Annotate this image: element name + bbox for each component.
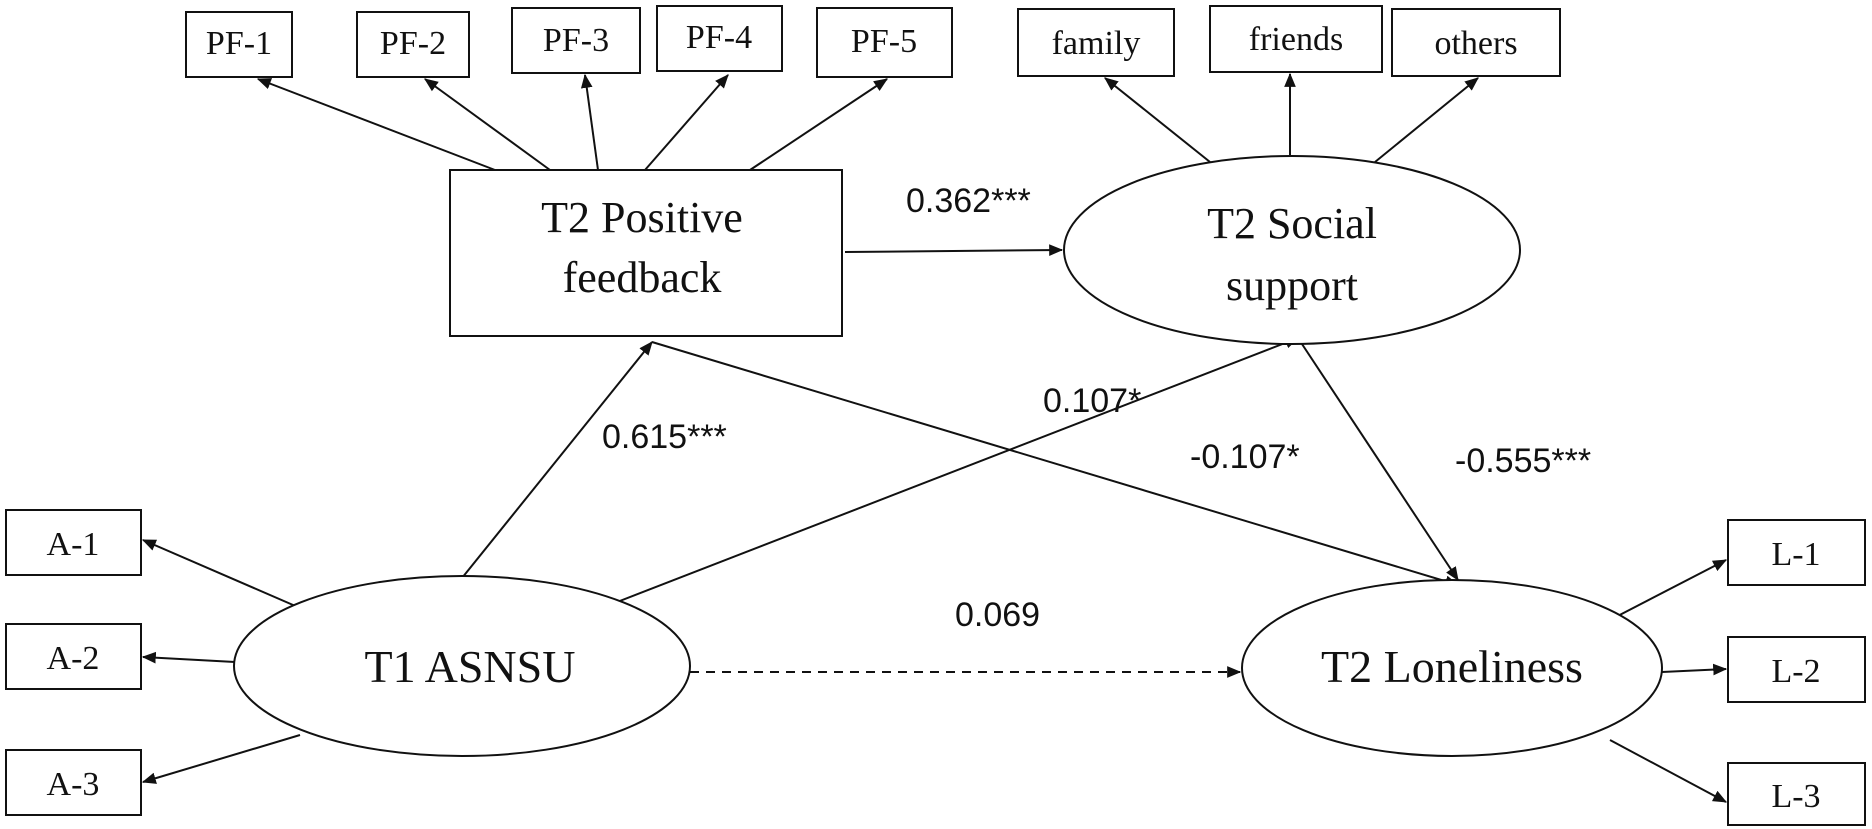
indicator-a3-box: [5, 749, 142, 816]
construct-social-support-ellipse: [1063, 155, 1521, 345]
construct-positive-feedback-line2: feedback: [563, 253, 722, 302]
indicator-pf4-box: [656, 5, 783, 72]
path-lon-to-l3: [1609, 739, 1728, 803]
path-lon-to-l1: [1609, 559, 1728, 621]
indicator-pf4-label: PF-4: [686, 19, 752, 56]
indicator-pf3-box: [511, 7, 641, 74]
path-pf-to-pf1: [256, 78, 496, 171]
path-pf-to-ss: [844, 244, 1064, 256]
indicator-pf1-box: [185, 11, 293, 78]
path-pf-to-pf2: [424, 78, 551, 171]
indicator-a2-box: [5, 623, 142, 690]
construct-asnsu-label: T1 ASNSU: [365, 641, 576, 692]
indicator-a3-label: A-3: [47, 766, 100, 803]
path-ss-to-others: [1374, 77, 1479, 163]
indicator-pf2-box: [356, 11, 470, 78]
construct-loneliness-label: T2 Loneliness: [1321, 641, 1583, 692]
path-pf-to-pf4: [644, 74, 729, 171]
construct-asnsu-ellipse: [233, 575, 691, 757]
path-lon-to-l2: [1661, 663, 1728, 676]
path-asnsu-to-a2: [141, 651, 236, 664]
indicator-l2-box: [1727, 636, 1866, 703]
indicator-family-box: [1017, 8, 1175, 77]
path-ss-to-lon: [1297, 337, 1459, 581]
indicator-l2-label: L-2: [1771, 653, 1820, 690]
construct-social-support-line1: T2 Social: [1207, 199, 1377, 248]
coef-ss-to-lon: -0.555***: [1455, 442, 1591, 480]
indicator-pf3-label: PF-3: [543, 22, 609, 59]
indicator-pf1-label: PF-1: [206, 25, 272, 62]
indicator-friends-box: [1209, 5, 1383, 73]
path-pf-to-lon: [651, 341, 1460, 587]
indicator-a1-label: A-1: [47, 526, 100, 563]
coef-pf-to-ss: 0.362***: [906, 182, 1031, 220]
path-asnsu-to-pf: [461, 341, 653, 579]
construct-positive-feedback-line1: T2 Positive: [541, 193, 743, 242]
path-pf-to-pf3: [580, 73, 599, 171]
indicator-a2-label: A-2: [47, 640, 100, 677]
path-asnsu-to-ss: [611, 337, 1300, 605]
construct-social-support-line2: support: [1226, 261, 1358, 310]
path-ss-to-family: [1104, 77, 1211, 163]
coef-pf-to-lon: -0.107*: [1190, 438, 1300, 476]
indicator-family-label: family: [1052, 25, 1141, 62]
indicator-pf2-label: PF-2: [380, 25, 446, 62]
coef-asnsu-to-ss: 0.107*: [1043, 382, 1141, 420]
indicator-others-label: others: [1434, 25, 1517, 62]
indicator-l3-box: [1727, 762, 1866, 826]
indicator-l1-label: L-1: [1771, 536, 1820, 573]
indicator-pf5-label: PF-5: [851, 23, 917, 60]
indicator-friends-label: friends: [1249, 21, 1343, 58]
coef-asnsu-to-lon: 0.069: [955, 596, 1040, 634]
path-pf-to-pf5: [749, 78, 888, 171]
indicator-others-box: [1391, 8, 1561, 77]
coef-asnsu-to-pf: 0.615***: [602, 418, 727, 456]
indicator-l3-label: L-3: [1771, 778, 1820, 815]
path-asnsu-to-a1: [141, 539, 301, 609]
indicator-pf5-box: [816, 7, 953, 78]
path-asnsu-to-a3: [141, 734, 301, 784]
indicator-a1-box: [5, 509, 142, 576]
indicator-l1-box: [1727, 519, 1866, 586]
construct-positive-feedback-box: [449, 169, 843, 337]
construct-loneliness-ellipse: [1241, 579, 1663, 757]
